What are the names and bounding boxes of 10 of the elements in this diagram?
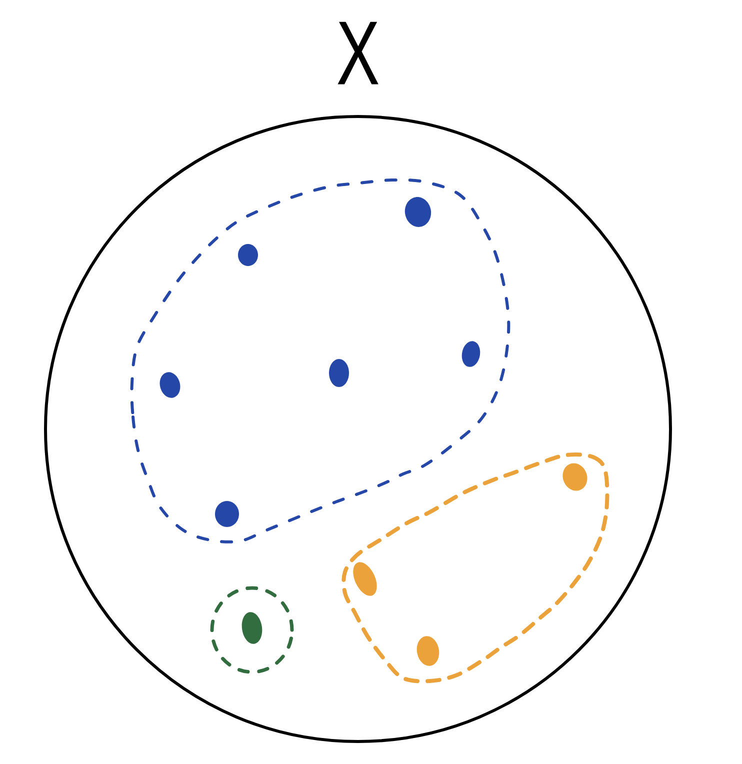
dot — [238, 244, 258, 266]
cluster-outline — [130, 178, 510, 544]
dot — [404, 197, 432, 227]
cluster-outline — [342, 452, 610, 684]
dot — [416, 636, 440, 666]
dot — [329, 359, 349, 387]
circle-label: X — [338, 22, 378, 84]
cluster-outline — [210, 586, 294, 674]
dot — [562, 463, 588, 491]
dot — [215, 501, 239, 527]
